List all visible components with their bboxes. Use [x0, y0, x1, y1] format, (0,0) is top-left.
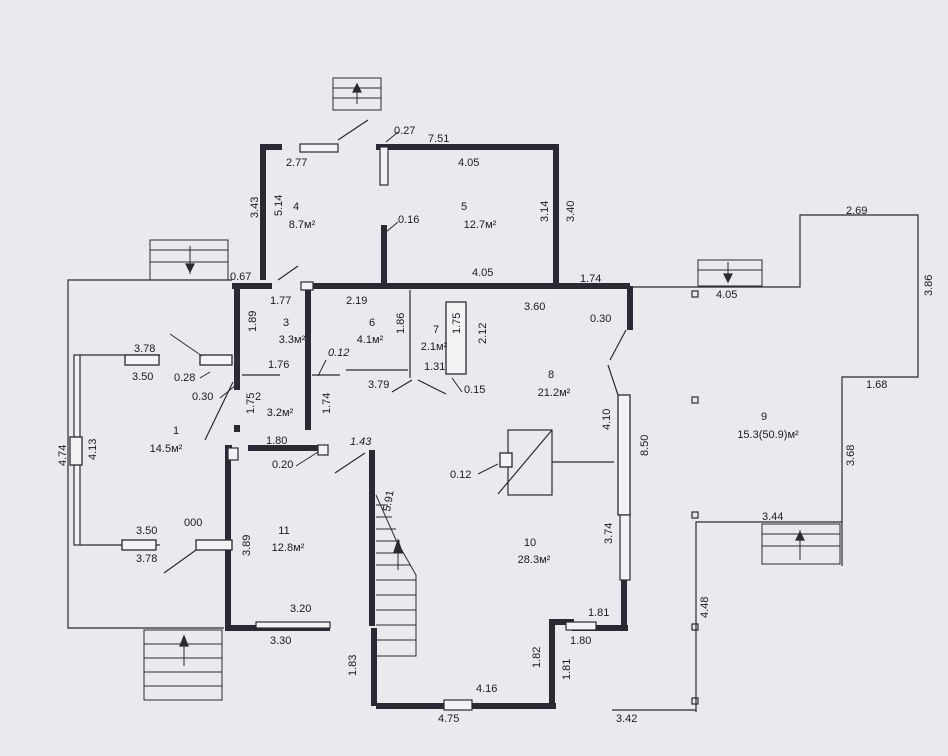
- room-1-area: 14.5м²: [150, 443, 183, 455]
- dim-2-69: 2.69: [846, 205, 867, 217]
- dim-3-86: 3.86: [923, 275, 935, 296]
- dim-1-74-left: 1.74: [321, 393, 333, 414]
- dim-5-91: 5.91: [381, 489, 397, 512]
- dim-0-12-mid: 0.12: [450, 469, 471, 481]
- dim-1-86: 1.86: [395, 313, 407, 334]
- dimension-labels: 0.27 7.51 2.77 4.05 3.43 5.14 0.16 3.14 …: [57, 125, 935, 725]
- dim-4-05-mid: 4.05: [472, 267, 493, 279]
- dim-8-50: 8.50: [639, 435, 651, 456]
- room-2-area: 3.2м²: [267, 407, 294, 419]
- room-9-area: 15.3(50.9)м²: [737, 429, 799, 441]
- dim-1-68: 1.68: [866, 379, 887, 391]
- dim-3-50-top: 3.50: [132, 371, 153, 383]
- dim-3-50-bottom: 3.50: [136, 525, 157, 537]
- dim-7-51: 7.51: [428, 133, 449, 145]
- room-4-number: 4: [293, 201, 299, 213]
- dim-2-12: 2.12: [477, 323, 489, 344]
- dim-4-10: 4.10: [601, 409, 613, 430]
- dim-0-20: 0.20: [272, 459, 293, 471]
- dim-1-80-bottom: 1.80: [570, 635, 591, 647]
- dim-3-42: 3.42: [616, 713, 637, 725]
- dim-1-75-left: 1.75: [245, 393, 257, 414]
- dim-0-15: 0.15: [464, 384, 485, 396]
- room-8-area: 21.2м²: [538, 387, 571, 399]
- dim-0-27: 0.27: [394, 125, 415, 137]
- dim-3-30: 3.30: [270, 635, 291, 647]
- dim-1-80-top: 1.80: [266, 435, 287, 447]
- room-11-number: 11: [278, 525, 289, 537]
- dim-4-74: 4.74: [57, 445, 69, 466]
- room-labels: 4 8.7м² 5 12.7м² 3 3.3м² 6 4.1м² 7 2.1м²…: [150, 201, 799, 566]
- dim-1-81-bottom: 1.81: [561, 659, 573, 680]
- dim-3-14: 3.14: [539, 201, 551, 222]
- dim-1-76: 1.76: [268, 359, 289, 371]
- room-6-number: 6: [369, 317, 375, 329]
- room-6-area: 4.1м²: [357, 334, 384, 346]
- dim-0-30-left: 0.30: [192, 391, 213, 403]
- dim-1-75-room7: 1.75: [451, 313, 463, 334]
- dim-3-74: 3.74: [603, 523, 615, 544]
- dim-1-43: 1.43: [350, 436, 372, 448]
- dim-4-75: 4.75: [438, 713, 459, 725]
- dim-4-48: 4.48: [699, 597, 711, 618]
- dim-1-83: 1.83: [347, 655, 359, 676]
- dim-3-89: 3.89: [241, 535, 253, 556]
- dim-2-77: 2.77: [286, 157, 307, 169]
- dim-0-16: 0.16: [398, 214, 419, 226]
- leaders: [169, 131, 499, 475]
- dim-4-13: 4.13: [87, 439, 99, 460]
- dim-3-79: 3.79: [368, 379, 389, 391]
- dim-3-60: 3.60: [524, 301, 545, 313]
- terrace-outlines: [67, 214, 919, 712]
- dim-4-05-top: 4.05: [458, 157, 479, 169]
- room-3-number: 3: [283, 317, 289, 329]
- dim-2-19: 2.19: [346, 295, 367, 307]
- dim-1-81-top: 1.81: [588, 607, 609, 619]
- room-7-area: 2.1м²: [421, 341, 448, 353]
- dim-0-12-top: 0.12: [328, 347, 349, 359]
- room-7-number: 7: [433, 324, 439, 336]
- dim-1-31: 1.31: [424, 361, 445, 373]
- dim-3-68: 3.68: [845, 445, 857, 466]
- dim-000: 000: [184, 517, 202, 529]
- room-5-area: 12.7м²: [464, 219, 497, 231]
- dim-3-43: 3.43: [249, 197, 261, 218]
- room-4-area: 8.7м²: [289, 219, 316, 231]
- dim-1-77: 1.77: [270, 295, 291, 307]
- dim-1-82: 1.82: [531, 647, 543, 668]
- dim-4-05-right: 4.05: [716, 289, 737, 301]
- dim-0-30-right: 0.30: [590, 313, 611, 325]
- dim-0-28: 0.28: [174, 372, 195, 384]
- room-3-area: 3.3м²: [279, 334, 306, 346]
- dim-1-74-top: 1.74: [580, 273, 601, 285]
- dim-3-44: 3.44: [762, 511, 783, 523]
- dim-3-78-bottom: 3.78: [136, 553, 157, 565]
- walls: [69, 143, 633, 711]
- dim-3-40: 3.40: [565, 201, 577, 222]
- stairs: [143, 77, 841, 701]
- room-10-number: 10: [524, 537, 536, 549]
- dim-1-89: 1.89: [247, 311, 259, 332]
- room-10-area: 28.3м²: [518, 554, 551, 566]
- dim-0-67: 0.67: [230, 271, 251, 283]
- dim-3-20: 3.20: [290, 603, 311, 615]
- room-1-number: 1: [173, 425, 179, 437]
- room-2-number: 2: [255, 391, 261, 403]
- room-11-area: 12.8м²: [272, 542, 305, 554]
- room-5-number: 5: [461, 201, 467, 213]
- room-9-number: 9: [761, 411, 767, 423]
- dim-4-16: 4.16: [476, 683, 497, 695]
- dim-5-14: 5.14: [273, 195, 285, 216]
- dim-3-78-top: 3.78: [134, 343, 155, 355]
- room-8-number: 8: [548, 369, 554, 381]
